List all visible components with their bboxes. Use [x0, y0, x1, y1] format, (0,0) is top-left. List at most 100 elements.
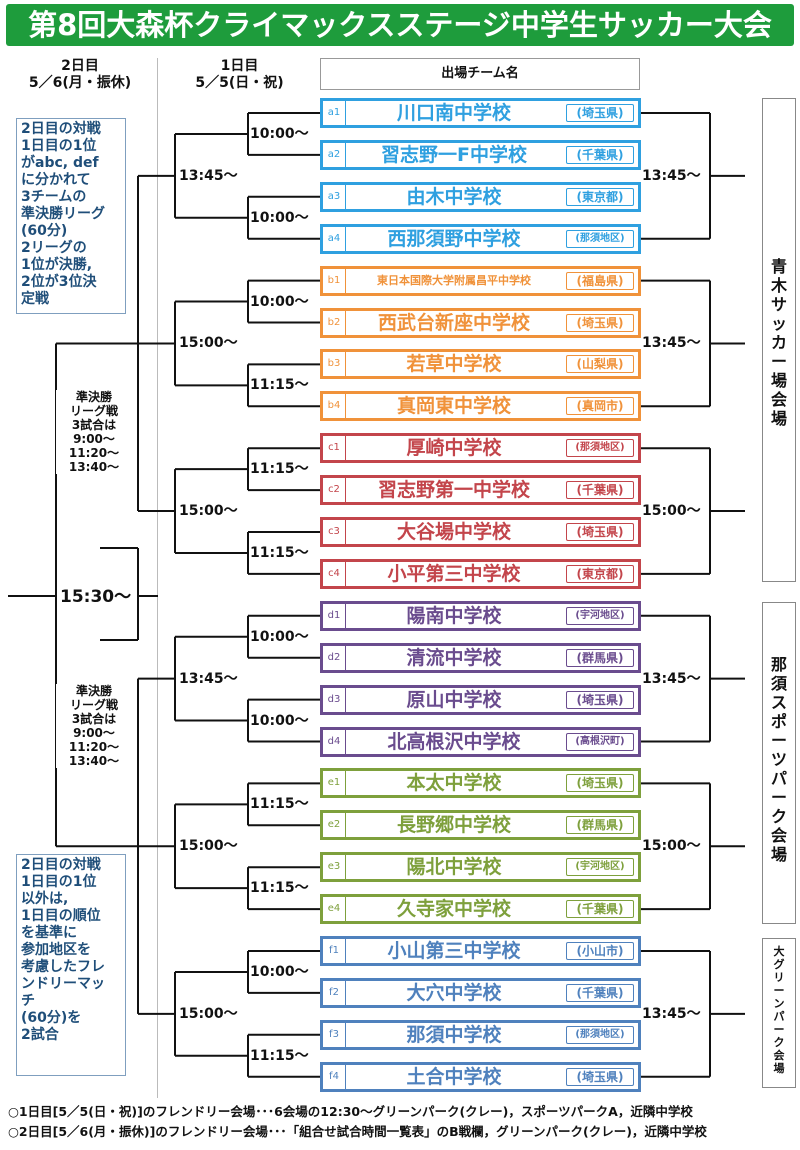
venue-char: リ: [773, 971, 785, 984]
team-prefecture: (高根沢町): [566, 733, 634, 751]
team-prefecture: (千葉県): [566, 481, 634, 499]
pair-time: 11:15～: [250, 460, 309, 478]
venue-char: サ: [770, 295, 787, 314]
venue-char: ー: [770, 352, 787, 371]
note-line: を基準に: [21, 925, 77, 941]
team-name: 陽南中学校: [345, 604, 562, 628]
semifinal-line: 13:40～: [68, 754, 120, 768]
semifinal-line: 準決勝: [75, 684, 112, 698]
pair-time: 11:15～: [250, 795, 309, 813]
team-prefecture: (千葉県): [566, 984, 634, 1002]
team-prefecture: (東京都): [566, 565, 634, 583]
team-prefecture: (真岡市): [566, 397, 634, 415]
group-time-day2: 13:45～: [179, 167, 238, 185]
team-name: 清流中学校: [345, 646, 562, 670]
note-line: 考慮したフレ: [21, 959, 105, 975]
team-code: c2: [328, 484, 340, 495]
team-code: f4: [329, 1071, 339, 1082]
semifinal-line: 9:00～: [73, 432, 115, 446]
team-name: 久寺家中学校: [345, 897, 562, 921]
note-line: (60分): [21, 223, 68, 239]
team-prefecture: (群馬県): [566, 816, 634, 834]
note-line: に分かれて: [21, 172, 91, 188]
pair-time: 11:15～: [250, 544, 309, 562]
venue-char: パ: [773, 1010, 785, 1023]
note-line: 3チームの: [21, 189, 87, 205]
group-time-day1: 13:45～: [642, 1005, 701, 1023]
team-prefecture: (埼玉県): [566, 774, 634, 792]
semifinal-line: 11:20～: [68, 740, 120, 754]
pair-time: 11:15～: [250, 1047, 309, 1065]
team-row-d3: d3 原山中学校(埼玉県): [320, 685, 641, 715]
team-name: 習志野第一中学校: [345, 478, 562, 502]
team-name: 本太中学校: [345, 771, 562, 795]
team-name: 若草中学校: [345, 352, 562, 376]
venue-char: 須: [770, 674, 787, 693]
team-prefecture: (埼玉県): [566, 691, 634, 709]
team-code: e2: [327, 819, 341, 830]
team-name: 小山第三中学校: [345, 939, 562, 963]
team-code: a1: [327, 107, 341, 118]
team-prefecture: (埼玉県): [566, 523, 634, 541]
team-code: a2: [327, 149, 341, 160]
team-prefecture: (那須地区): [566, 439, 634, 457]
team-prefecture: (那須地区): [566, 230, 634, 248]
note-line: 以外は,: [21, 891, 69, 907]
team-name: 西那須野中学校: [345, 227, 562, 251]
group-time-day1: 15:00～: [642, 837, 701, 855]
team-name: 陽北中学校: [345, 855, 562, 879]
venue-char: 会: [770, 826, 787, 845]
group-time-day2: 15:00～: [179, 837, 238, 855]
team-code: b3: [327, 358, 341, 369]
venue-char: ー: [770, 788, 787, 807]
note-line: 準決勝リーグ: [21, 206, 105, 222]
pair-time: 10:00～: [250, 712, 309, 730]
venue-char: ク: [770, 807, 787, 826]
venue-char: 青: [770, 257, 787, 276]
venue-oh-greenpark: 大グリーンパーク会場: [762, 938, 796, 1088]
venue-char: 場: [770, 845, 787, 864]
team-code: f3: [329, 1029, 339, 1040]
team-code: e3: [327, 861, 341, 872]
group-time-day1: 15:00～: [642, 502, 701, 520]
group-time-day1: 13:45～: [642, 334, 701, 352]
team-code: d2: [327, 652, 341, 663]
pair-time: 11:15～: [250, 879, 309, 897]
venue-char: カ: [770, 333, 787, 352]
venue-char: ー: [773, 1023, 785, 1036]
semifinal-line: 準決勝: [75, 390, 112, 404]
team-prefecture: (那須地区): [566, 1026, 634, 1044]
team-code: e4: [327, 903, 341, 914]
note-line: がabc, def: [21, 155, 99, 171]
note-line: 1日目の1位: [21, 138, 97, 154]
venue-char: ツ: [770, 750, 787, 769]
semifinal-line: 3試合は: [71, 712, 117, 726]
page-title: 第8回大森杯クライマックスステージ中学生サッカー大会: [6, 4, 794, 46]
team-name: 大穴中学校: [345, 981, 562, 1005]
note-line: 参加地区を: [21, 942, 91, 958]
team-name: 原山中学校: [345, 688, 562, 712]
team-code: d3: [327, 694, 341, 705]
note-line: 2位が3位決: [21, 274, 97, 290]
team-name: 川口南中学校: [345, 101, 562, 125]
group-time-day2: 13:45～: [179, 670, 238, 688]
team-code: d4: [327, 736, 341, 747]
team-name: 西武台新座中学校: [345, 311, 562, 335]
team-name: 習志野一F中学校: [345, 143, 562, 167]
pair-time: 10:00～: [250, 125, 309, 143]
note-line: ンドリーマッ: [21, 976, 105, 992]
group-time-day1: 13:45～: [642, 167, 701, 185]
semifinal-line: 9:00～: [73, 726, 115, 740]
